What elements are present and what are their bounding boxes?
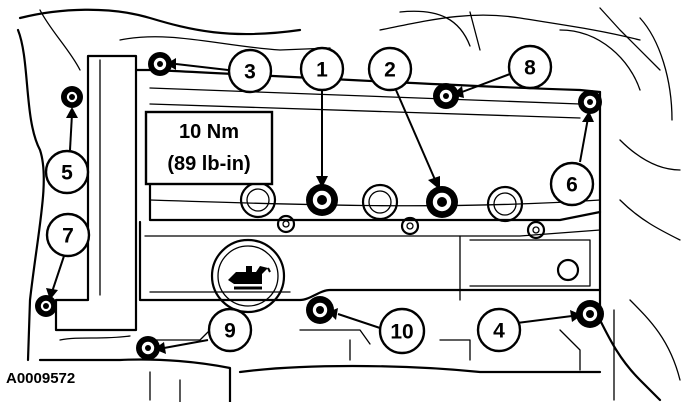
callout-7-label: 7	[62, 225, 74, 248]
callout-5: 5	[44, 149, 90, 195]
oil-can-icon	[228, 266, 271, 290]
callout-4-label: 4	[493, 320, 505, 343]
callout-6-label: 6	[566, 174, 578, 197]
callout-1-label: 1	[316, 59, 328, 82]
bolt-7	[35, 295, 57, 317]
bolt-5	[61, 86, 83, 108]
callout-5-label: 5	[61, 162, 73, 185]
bolts	[35, 52, 604, 360]
bolt-2	[426, 186, 458, 218]
engine-line-art	[16, 7, 681, 402]
callout-10-label: 10	[390, 321, 413, 344]
torque-value-nm: 10 Nm	[179, 121, 239, 143]
callout-9: 9	[207, 307, 253, 353]
callout-8-label: 8	[524, 57, 536, 80]
callout-1: 1	[299, 46, 345, 92]
bolt-9	[136, 336, 160, 360]
leader-lines	[46, 58, 594, 354]
callout-2-label: 2	[384, 59, 396, 82]
callout-2: 2	[367, 46, 413, 92]
callout-6: 6	[549, 161, 595, 207]
figure-id: A0009572	[6, 370, 75, 387]
callout-4: 4	[476, 307, 522, 353]
torque-value-lbin: (89 lb-in)	[167, 153, 250, 175]
bolt-4	[576, 300, 604, 328]
bolt-3	[148, 52, 172, 76]
bolt-10	[306, 296, 334, 324]
callout-9-label: 9	[224, 320, 236, 343]
callout-3-label: 3	[244, 61, 256, 84]
callout-8: 8	[507, 44, 553, 90]
callout-7: 7	[45, 212, 91, 258]
bolt-1	[306, 184, 338, 216]
callouts: 1 2 3 4 5 6 7 8	[44, 44, 595, 355]
torque-spec-box: 10 Nm (89 lb-in)	[144, 110, 274, 186]
callout-3: 3	[227, 48, 273, 94]
bolt-6	[578, 90, 602, 114]
callout-10: 10	[378, 307, 426, 355]
bolt-8	[433, 83, 459, 109]
